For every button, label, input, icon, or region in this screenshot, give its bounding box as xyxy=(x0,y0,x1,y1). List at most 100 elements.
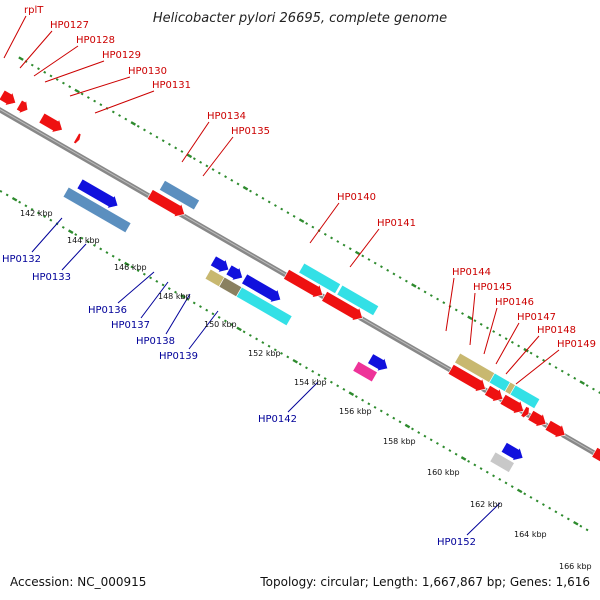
bottom-tick-mark xyxy=(585,528,589,532)
leader-line-top xyxy=(44,60,105,83)
tick-label: 144 kbp xyxy=(67,236,100,245)
leader-line-top xyxy=(309,202,340,244)
bottom-tick-mark xyxy=(30,207,34,211)
label-leaders xyxy=(3,15,560,536)
gene-labels: rplTHP0127HP0128HP0129HP0130HP0131HP0134… xyxy=(2,5,596,548)
top-tick-mark xyxy=(467,315,473,321)
top-tick-mark xyxy=(504,337,508,341)
leader-line-bottom xyxy=(117,271,155,304)
bottom-tick-mark xyxy=(467,459,471,463)
top-tick-mark xyxy=(167,142,171,146)
top-tick-mark xyxy=(130,121,137,126)
bottom-tick-mark xyxy=(485,470,489,474)
leader-line-top xyxy=(483,307,498,355)
bottom-tick-mark xyxy=(273,348,277,352)
top-tick-mark xyxy=(429,294,433,297)
top-tick-mark xyxy=(180,150,184,153)
bottom-tick-mark xyxy=(286,355,290,359)
bottom-tick-mark xyxy=(317,373,321,377)
bottom-tick-mark xyxy=(417,431,421,434)
bottom-tick-mark xyxy=(361,398,365,402)
bottom-tick-mark xyxy=(373,405,377,409)
gene-label-top: HP0140 xyxy=(337,192,376,203)
bottom-tick-mark xyxy=(429,438,433,442)
bottom-tick-mark xyxy=(342,387,346,391)
gene-red-arrow xyxy=(447,363,486,393)
top-tick-mark xyxy=(305,222,309,225)
gene-steelblue-box xyxy=(158,179,200,211)
bottom-tick-mark xyxy=(541,503,545,506)
gene-red-arrow xyxy=(73,132,82,146)
bottom-tick-mark xyxy=(529,495,533,499)
top-tick-mark xyxy=(542,358,546,362)
top-tick-mark xyxy=(261,196,265,200)
bottom-tick-mark xyxy=(379,409,383,413)
gene-red-arrow xyxy=(321,290,363,322)
bottom-tick-mark xyxy=(367,402,371,406)
gene-label-bottom: HP0133 xyxy=(32,272,71,283)
bottom-tick-mark xyxy=(99,247,103,251)
bottom-tick-mark xyxy=(217,315,221,319)
bottom-tick-mark xyxy=(93,243,96,247)
leader-line-top xyxy=(505,335,540,375)
top-tick-mark xyxy=(249,189,252,193)
bottom-tick-mark xyxy=(560,513,564,517)
bottom-tick-mark xyxy=(67,229,74,234)
bottom-tick-mark xyxy=(74,233,78,236)
top-tick-mark xyxy=(398,276,402,279)
gene-red-arrow xyxy=(146,189,185,218)
top-tick-mark xyxy=(55,78,59,81)
gene-label-top: HP0127 xyxy=(50,20,89,31)
top-tick-mark xyxy=(354,250,361,256)
gene-label-top: HP0134 xyxy=(207,111,246,122)
bottom-tick-mark xyxy=(167,287,171,290)
gene-red-arrow xyxy=(544,419,566,439)
top-tick-mark xyxy=(74,88,80,94)
bottom-tick-mark xyxy=(24,204,28,208)
top-tick-mark xyxy=(323,232,327,236)
gene-blue-arrow xyxy=(209,255,230,273)
top-tick-mark xyxy=(61,81,65,85)
tick-dots xyxy=(0,56,600,532)
bottom-tick-mark xyxy=(223,319,227,323)
leader-line-top xyxy=(181,121,210,163)
bottom-tick-mark xyxy=(392,416,396,420)
top-tick-mark xyxy=(479,322,483,326)
top-tick-mark xyxy=(517,344,521,348)
bottom-tick-mark xyxy=(205,308,209,312)
gene-label-top: HP0147 xyxy=(517,312,556,323)
bottom-tick-mark xyxy=(336,384,340,388)
leader-line-bottom xyxy=(466,502,501,536)
map-title: Helicobacter pylori 26695, complete geno… xyxy=(153,11,447,26)
gene-label-bottom: HP0137 xyxy=(111,320,150,331)
bottom-tick-mark xyxy=(442,445,446,449)
gene-label-top: HP0149 xyxy=(557,339,596,350)
leader-line-top xyxy=(94,90,155,114)
bottom-tick-mark xyxy=(136,269,140,272)
top-tick-mark xyxy=(68,85,72,89)
top-tick-mark xyxy=(273,204,277,207)
gene-label-top: HP0148 xyxy=(537,325,576,336)
top-tick-mark xyxy=(93,99,97,103)
leader-line-bottom xyxy=(140,281,169,319)
top-tick-mark xyxy=(548,362,552,366)
top-tick-mark xyxy=(99,103,103,107)
gene-cyan-box xyxy=(336,284,380,317)
bottom-tick-mark xyxy=(267,344,271,348)
bottom-tick-mark xyxy=(454,452,458,456)
top-tick-mark xyxy=(311,225,315,229)
top-tick-mark xyxy=(37,67,40,71)
top-tick-mark xyxy=(454,308,458,312)
gene-cyan-box xyxy=(509,384,541,410)
bottom-tick-mark xyxy=(298,362,302,366)
bottom-tick-mark xyxy=(142,272,146,276)
leader-line-top xyxy=(33,45,79,77)
gene-label-top: rplT xyxy=(24,5,44,16)
gene-red-arrow xyxy=(527,409,547,428)
gene-red-arrow xyxy=(15,99,29,114)
top-tick-mark xyxy=(404,279,408,283)
bottom-tick-mark xyxy=(280,351,283,355)
top-tick-mark xyxy=(498,333,502,337)
bottom-tick-mark xyxy=(492,474,495,478)
